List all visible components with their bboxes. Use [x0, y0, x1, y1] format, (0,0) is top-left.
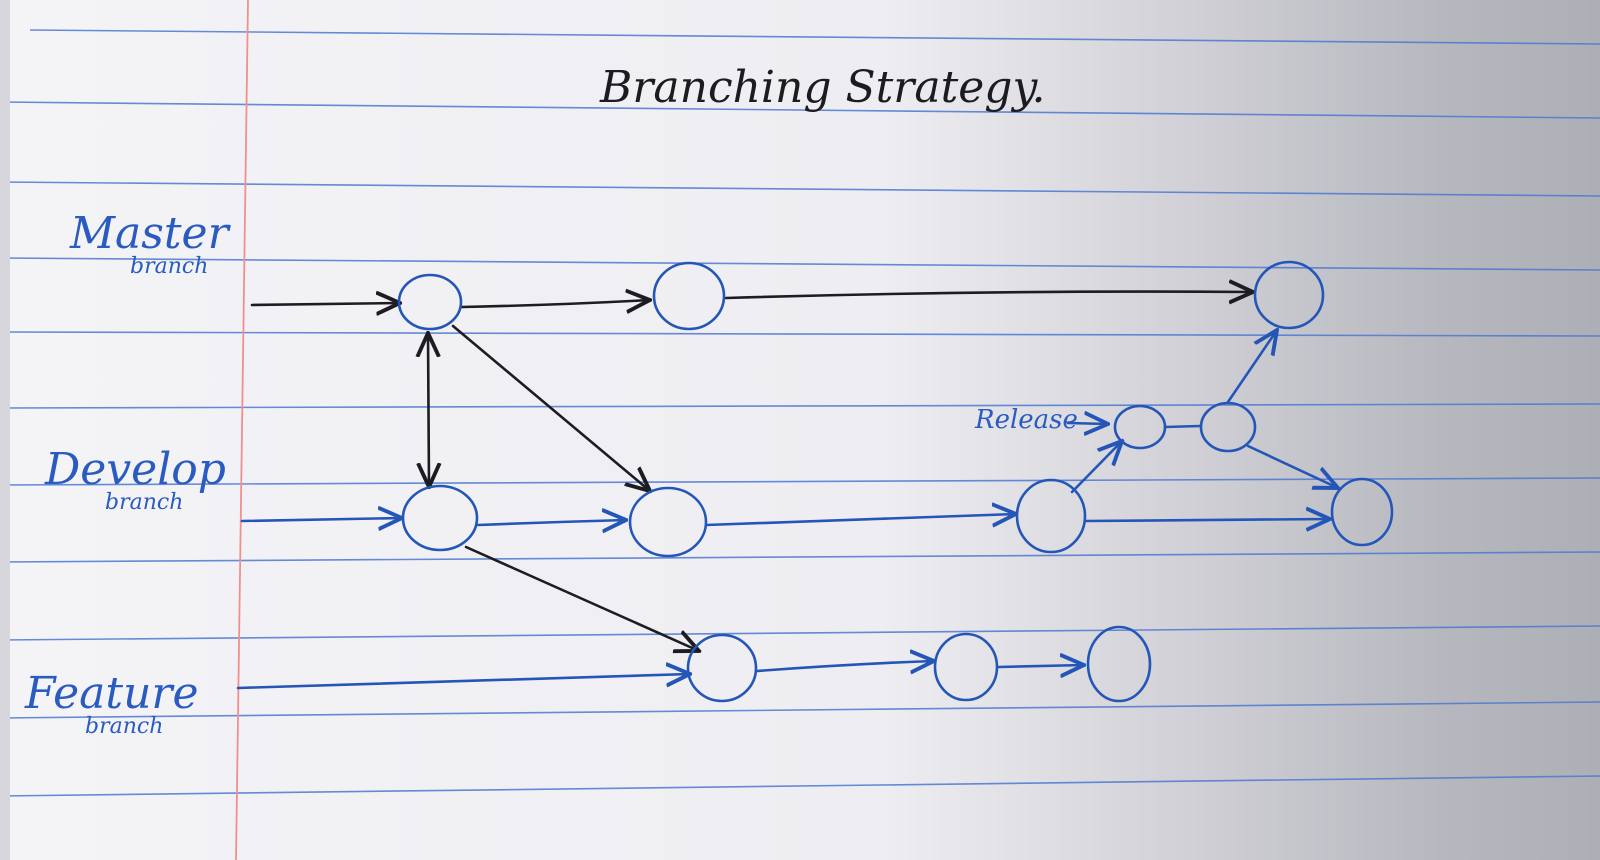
branch-sublabel: branch — [85, 714, 164, 739]
edge-develop-start — [240, 518, 402, 521]
ruled-lines — [0, 29, 1600, 797]
develop-branch-label: Develop branch — [45, 448, 226, 514]
edge-feature-1-2 — [755, 661, 934, 671]
edge-release-to-master — [1226, 330, 1277, 404]
release-branch-label: Release — [975, 405, 1078, 435]
margin-line — [235, 0, 249, 860]
feature-commit-node — [686, 633, 758, 703]
branch-sublabel: branch — [130, 254, 209, 279]
branch-sublabel: branch — [105, 490, 184, 515]
ruled-line — [0, 625, 1600, 641]
edge-release-label-pointer — [1066, 423, 1108, 424]
release-commit-node — [1113, 404, 1167, 450]
branch-name: Develop — [45, 444, 226, 495]
ruled-line — [0, 701, 1600, 719]
ruled-line — [29, 29, 1600, 45]
branch-name: Feature — [25, 668, 199, 719]
edge-feature-start — [236, 674, 690, 690]
ruled-line — [0, 551, 1600, 563]
edge-master-develop-bidirectional — [428, 333, 429, 487]
edge-release-1-2 — [1163, 424, 1202, 429]
develop-commit-node — [401, 484, 479, 552]
edge-develop-to-feature — [464, 545, 699, 651]
ruled-line — [0, 181, 1600, 197]
release-commit-node — [1199, 401, 1257, 453]
edge-release-to-develop — [1246, 444, 1338, 488]
master-branch-label: Master branch — [70, 212, 229, 278]
commit-nodes — [397, 260, 1394, 703]
feature-branch-label: Feature branch — [25, 672, 199, 738]
binding-edge — [0, 0, 10, 860]
edge-feature-2-3 — [996, 665, 1084, 667]
edges — [236, 292, 1338, 690]
branch-name: Master — [70, 208, 229, 259]
ruled-line — [0, 257, 1600, 271]
master-commit-node — [652, 261, 726, 331]
ruled-line — [0, 101, 1600, 119]
ruled-line — [0, 775, 1600, 797]
feature-commit-node — [933, 632, 999, 702]
edge-master-2-3 — [724, 292, 1253, 298]
master-commit-node — [397, 273, 463, 331]
edge-master-to-develop-2 — [451, 324, 650, 491]
edge-develop-2-3 — [704, 514, 1016, 525]
ruled-line — [0, 403, 1600, 409]
edge-master-start — [250, 303, 400, 305]
ruled-line — [0, 331, 1600, 337]
master-commit-node — [1253, 260, 1325, 330]
edge-master-1-2 — [460, 300, 650, 307]
develop-commit-node — [628, 486, 708, 558]
diagram-title: Branching Strategy. — [600, 62, 1046, 113]
develop-commit-node — [1015, 478, 1087, 554]
feature-commit-node — [1086, 625, 1152, 703]
develop-commit-node — [1330, 477, 1394, 547]
edge-develop-3-4 — [1083, 519, 1330, 521]
edge-develop-to-release — [1070, 441, 1122, 494]
edge-develop-1-2 — [476, 520, 626, 525]
